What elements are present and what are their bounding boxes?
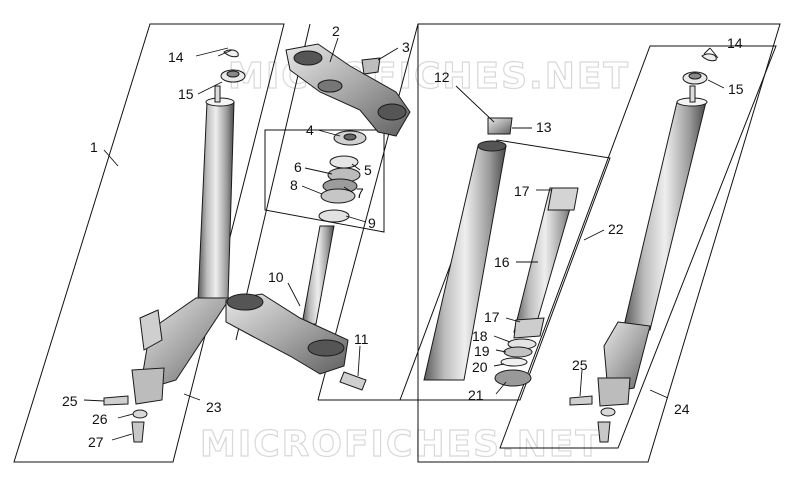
label-24: 24 [674,401,690,417]
left-fork-bracket [139,309,163,351]
bearing-seal-9 [318,209,350,223]
label-19: 19 [474,343,490,359]
top-triple-clamp [285,43,411,137]
lower-clamp-hole-left [226,293,264,311]
top-clamp-hole-right [377,103,407,121]
seal-19 [503,346,533,358]
left-fork-tube [197,101,235,301]
right-bolt [597,421,611,443]
frame-right-fork [499,45,777,449]
label-17-top: 17 [514,183,530,199]
right-clip [701,53,717,62]
label-8: 8 [290,177,298,193]
label-9: 9 [368,215,376,231]
left-small-parts [103,49,246,443]
frame-right-main [417,23,781,463]
tube-cap-13 [487,117,513,135]
label-25-right: 25 [572,357,588,373]
left-bolt-27 [131,421,145,443]
bearing-stack [318,130,367,223]
top-clamp-hole-left [293,50,323,66]
left-fork-axle-clamp [131,367,165,405]
label-21: 21 [468,387,484,403]
label-14-left: 14 [168,49,184,65]
frame-bearing-set [264,129,385,233]
right-fork-tube [623,101,707,331]
label-10: 10 [268,269,284,285]
stem-nut-3 [361,57,381,75]
outer-tube-top [477,140,507,152]
label-1: 1 [90,139,98,155]
right-cap-ring-hole [688,72,702,80]
label-18: 18 [472,328,488,344]
dust-seal-21 [494,369,532,387]
bearing-8 [320,188,356,204]
steering-stem [225,225,367,391]
outer-tube-assembly [423,117,579,387]
clip-20 [500,357,528,367]
label-13: 13 [536,119,552,135]
label-12: 12 [434,69,450,85]
label-17-bottom: 17 [484,309,500,325]
left-fork-leg [131,85,235,405]
left-fork-cap-rod [214,85,221,103]
left-bolt-25 [103,395,129,406]
right-fork-leg [569,53,717,443]
left-clip [223,49,239,58]
watermark-bottom: MICROFICHES.NET [200,424,602,465]
label-4: 4 [306,122,314,138]
frame-stem-line [235,23,311,341]
label-11: 11 [354,331,369,347]
lower-clamp-bolt-11 [339,371,367,391]
label-23: 23 [206,399,222,415]
label-26: 26 [92,411,108,427]
right-fork-axle-clamp [597,377,631,407]
label-5: 5 [364,162,372,178]
right-fork-cap-rod [689,85,696,103]
inner-tube-top-17 [547,187,579,211]
bearing-nut-4-hole [343,133,357,141]
label-27: 27 [88,434,104,450]
label-15-right: 15 [728,81,744,97]
steering-stem-tube [301,225,335,325]
right-washer [600,407,616,417]
bushing-17 [513,317,545,339]
leader-lines [83,37,725,441]
label-6: 6 [294,159,302,175]
top-clamp-hole-center [317,79,343,93]
bearing-washer-5 [329,155,359,169]
frame-left-fork [13,23,285,463]
left-washer-26 [132,409,148,419]
label-20: 20 [472,359,488,375]
label-2: 2 [332,23,340,39]
label-7: 7 [356,185,364,201]
left-cap-ring-hole [226,70,240,78]
label-25-left: 25 [62,393,78,409]
lower-clamp-hole-right [307,339,345,357]
label-14-right: 14 [727,35,743,51]
label-22: 22 [608,221,624,237]
frame-inner-tube [399,139,611,401]
part-labels: 1 2 3 4 5 6 7 8 9 10 11 12 13 14 14 15 1… [62,23,744,450]
label-15-left: 15 [178,86,194,102]
label-16: 16 [494,254,510,270]
label-3: 3 [402,39,410,55]
right-bolt-25 [569,395,593,406]
